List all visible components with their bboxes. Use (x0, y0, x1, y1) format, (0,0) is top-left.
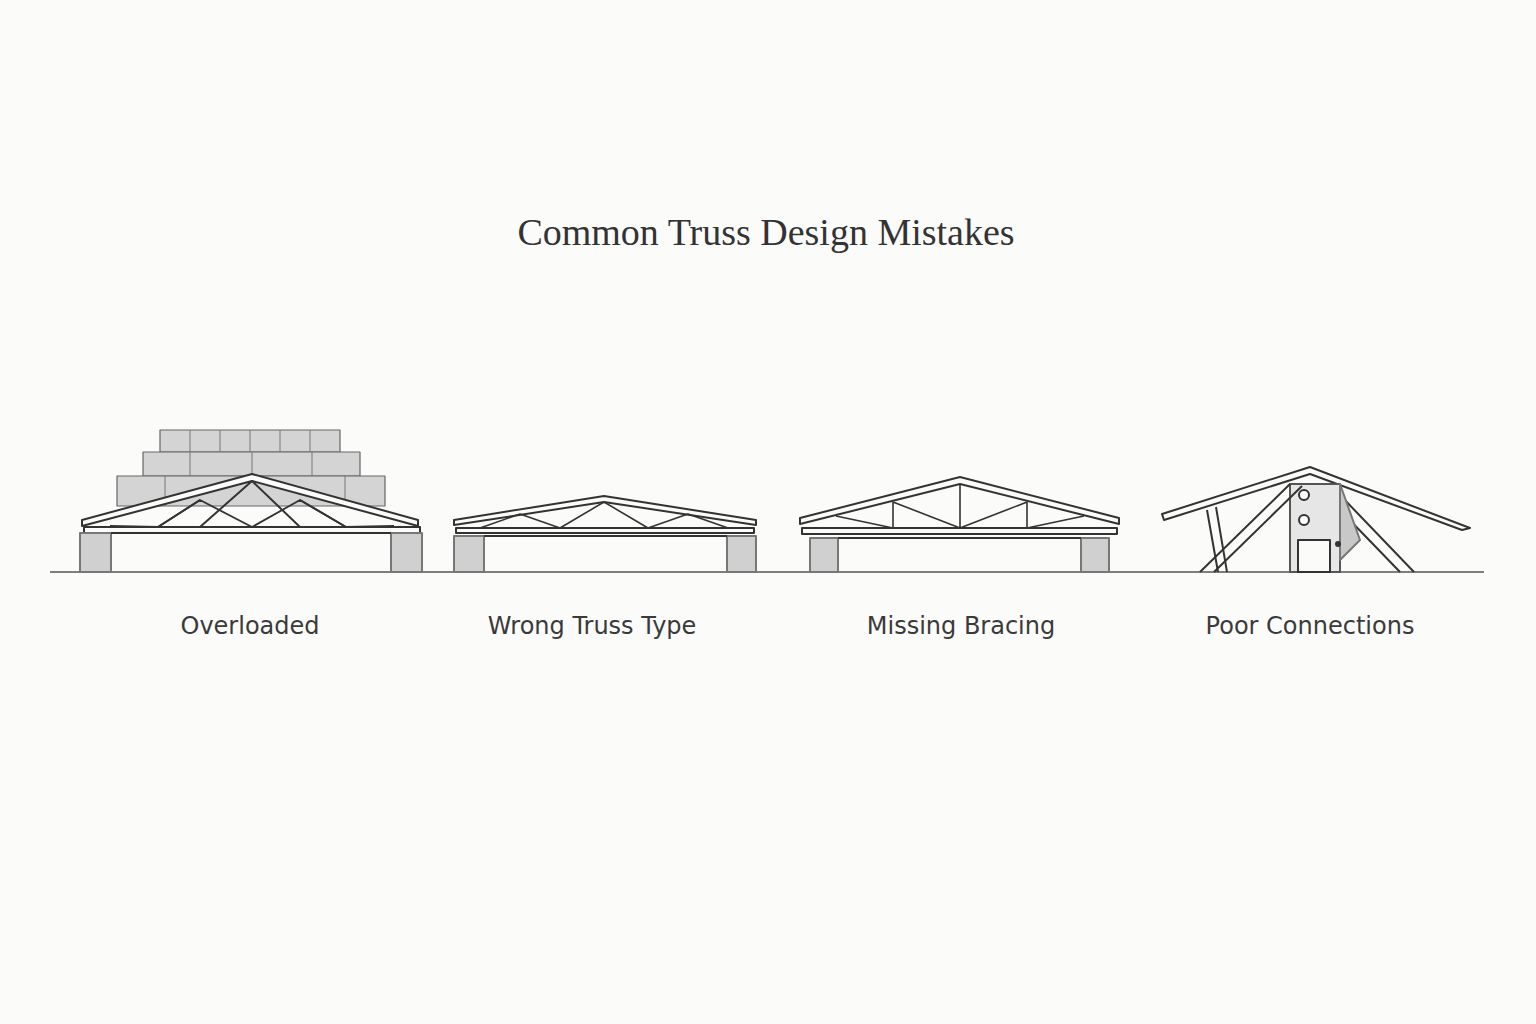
figure-label: Overloaded (180, 612, 319, 640)
diagram-title: Common Truss Design Mistakes (517, 210, 1014, 254)
figure-label: Missing Bracing (867, 612, 1055, 640)
figure-label: Wrong Truss Type (488, 612, 697, 640)
figure-label: Poor Connections (1206, 612, 1415, 640)
